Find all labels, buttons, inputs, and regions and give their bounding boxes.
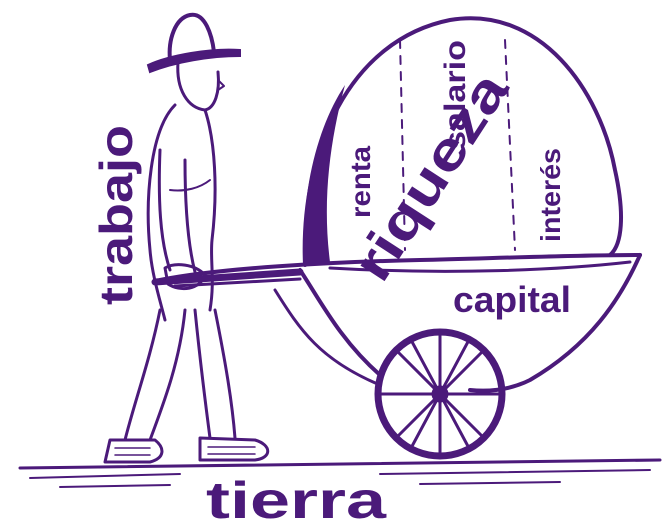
label-trabajo: trabajo: [90, 125, 142, 305]
cart-handle: [155, 272, 300, 286]
label-tierra: tierra: [206, 472, 387, 523]
label-salario: salario: [439, 40, 472, 150]
cart-wheel: [378, 332, 502, 456]
label-renta: renta: [345, 146, 376, 218]
label-capital: capital: [453, 279, 571, 320]
label-interes: interés: [535, 148, 566, 242]
